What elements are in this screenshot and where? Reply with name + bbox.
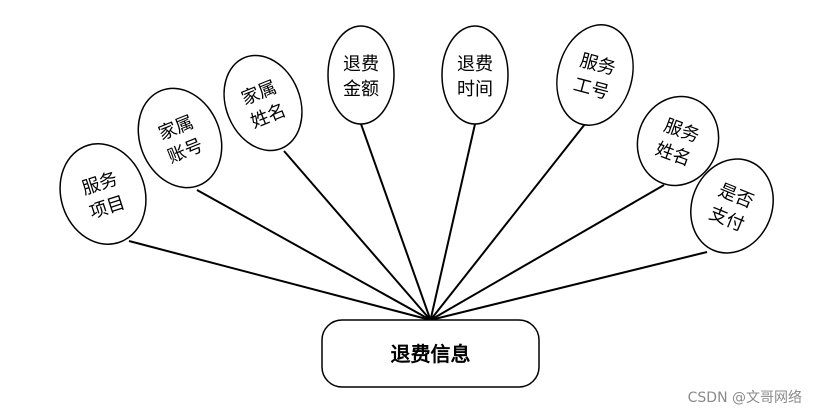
attribute-ellipse-family-name — [223, 54, 303, 152]
attribute-label-refund-time-line2: 时间 — [457, 79, 493, 100]
connector-is-paid — [430, 251, 708, 321]
watermark: CSDN @文哥网络 — [687, 390, 802, 406]
attribute-ellipse-service-item — [59, 143, 147, 245]
entity-box — [321, 319, 540, 388]
connector-refund-time — [429, 123, 476, 321]
attribute-label-refund-amount-line1: 退费 — [343, 54, 379, 75]
attribute-label-refund-time-line1: 退费 — [457, 54, 493, 75]
entity-label: 退费信息 — [391, 342, 471, 366]
connector-refund-amount — [360, 123, 432, 321]
entity-group: 退费信息 — [321, 319, 540, 388]
connector-family-account — [196, 189, 431, 321]
attribute-ellipse-service-staff-id — [556, 24, 634, 126]
attribute-ellipse-is-paid — [690, 158, 774, 254]
connector-lines — [128, 123, 708, 321]
connector-service-item — [128, 240, 431, 321]
attribute-ellipse-family-account — [137, 87, 223, 189]
connector-family-name — [283, 150, 432, 321]
attribute-label-refund-amount-line2: 金额 — [343, 79, 379, 100]
attribute-ellipse-refund-amount — [327, 25, 395, 125]
connector-service-name — [429, 184, 665, 321]
attribute-ellipse-refund-time — [441, 25, 509, 125]
attribute-ellipse-service-name — [636, 95, 720, 187]
connector-service-staff-id — [429, 123, 586, 321]
